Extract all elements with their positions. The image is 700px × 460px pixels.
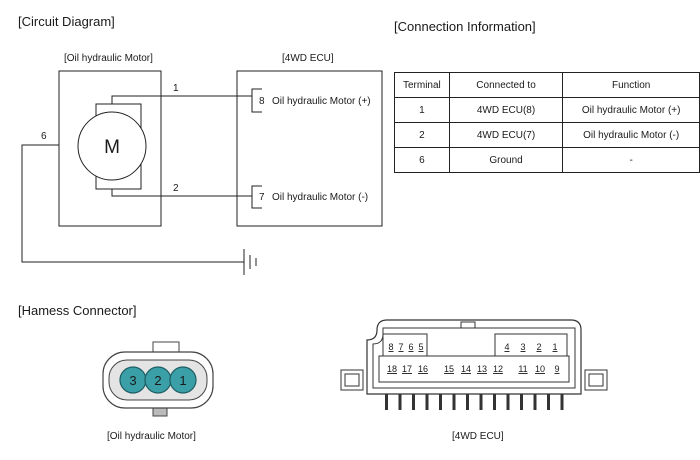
connection-table: Terminal Connected to Function 1 4WD ECU…	[394, 72, 700, 173]
wire-terminal-2	[111, 189, 252, 197]
ecu-pin-7-label: Oil hydraulic Motor (-)	[272, 192, 368, 203]
pin-7-bracket	[251, 185, 262, 209]
ecu-pin-8-number: 8	[259, 96, 265, 107]
ecu-pin-number: 16	[418, 364, 428, 374]
ecu-connector-leg	[425, 394, 429, 410]
ecu-connector-leg	[439, 394, 442, 410]
motor-pin-number: 3	[129, 373, 136, 388]
circuit-diagram-heading: [Circuit Diagram]	[18, 14, 115, 29]
column-header-function: Function	[562, 72, 700, 98]
ecu-pin-number: 9	[554, 364, 559, 374]
cell-function: -	[562, 147, 700, 173]
ecu-connector-leg	[398, 394, 402, 410]
motor-box	[58, 70, 162, 227]
ecu-connector-leg	[533, 394, 537, 410]
wire-terminal-6	[21, 144, 244, 263]
ecu-pin-number: 6	[408, 342, 413, 352]
ecu-connector-leg	[452, 394, 456, 410]
table-header-row: Terminal Connected to Function	[394, 72, 700, 98]
motor-connector: 3 2 1	[102, 341, 214, 417]
connection-info-heading: [Connection Information]	[394, 19, 536, 34]
wire-label-2: 2	[173, 183, 179, 194]
ecu-pin-number: 2	[536, 342, 541, 352]
cell-terminal: 6	[394, 147, 450, 173]
ecu-connector-leg	[466, 394, 469, 410]
ecu-pin-number: 3	[520, 342, 525, 352]
ecu-pin-number: 18	[387, 364, 397, 374]
wire-terminal-1	[111, 88, 262, 104]
ecu-connector-leg	[412, 394, 415, 410]
ecu-connector-caption: [4WD ECU]	[452, 431, 504, 442]
ecu-pin-8-label: Oil hydraulic Motor (+)	[272, 96, 371, 107]
ecu-pin-number: 17	[402, 364, 412, 374]
ecu-pin-number: 8	[388, 342, 393, 352]
ecu-pin-number: 14	[461, 364, 471, 374]
ecu-pin-number: 13	[477, 364, 487, 374]
motor-pin-number: 2	[154, 373, 161, 388]
cell-connected-to: 4WD ECU(7)	[448, 122, 564, 148]
cell-connected-to: 4WD ECU(8)	[448, 97, 564, 123]
column-header-connected-to: Connected to	[448, 72, 564, 98]
wire-label-1: 1	[173, 83, 179, 94]
table-row: 6 Ground -	[394, 147, 700, 173]
motor-pin-number: 1	[179, 373, 186, 388]
ecu-connector-leg	[493, 394, 496, 410]
motor-symbol: M	[77, 103, 147, 190]
ecu-connector-leg	[479, 394, 483, 410]
ecu-pin-number: 4	[504, 342, 509, 352]
cell-connected-to: Ground	[448, 147, 564, 173]
ecu-connector-leg	[506, 394, 510, 410]
ecu-pin-number: 7	[398, 342, 403, 352]
circuit-diagram: [Oil hydraulic Motor] [4WD ECU] M 1 8 Oi…	[21, 53, 383, 275]
ecu-pin-7-number: 7	[259, 192, 265, 203]
motor-connector-pin	[169, 366, 197, 394]
ecu-pin-number: 10	[535, 364, 545, 374]
ecu-pin-number: 5	[418, 342, 423, 352]
cell-function: Oil hydraulic Motor (+)	[562, 97, 700, 123]
column-header-terminal: Terminal	[394, 72, 450, 98]
pin-8-bracket	[251, 88, 262, 113]
table-row: 2 4WD ECU(7) Oil hydraulic Motor (-)	[394, 122, 700, 148]
motor-m-label: M	[104, 137, 120, 158]
ecu-pin-number: 1	[552, 342, 557, 352]
motor-connector-caption: [Oil hydraulic Motor]	[107, 431, 196, 442]
ecu-box	[236, 70, 383, 227]
motor-box-label: [Oil hydraulic Motor]	[64, 53, 153, 64]
ecu-box-label: [4WD ECU]	[282, 53, 334, 64]
ecu-pin-number: 11	[518, 364, 527, 374]
ecu-connector-leg	[385, 394, 388, 410]
ecu-pin-number: 15	[444, 364, 454, 374]
ecu-connector-leg	[547, 394, 550, 410]
ecu-pin-number: 12	[493, 364, 503, 374]
harness-connector-heading: [Hamess Connector]	[18, 303, 137, 318]
ecu-connector-leg	[560, 394, 564, 410]
wire-label-6: 6	[41, 131, 47, 142]
cell-function: Oil hydraulic Motor (-)	[562, 122, 700, 148]
cell-terminal: 2	[394, 122, 450, 148]
ground-symbol	[243, 249, 257, 275]
ecu-connector-leg	[520, 394, 523, 410]
cell-terminal: 1	[394, 97, 450, 123]
table-row: 1 4WD ECU(8) Oil hydraulic Motor (+)	[394, 97, 700, 123]
